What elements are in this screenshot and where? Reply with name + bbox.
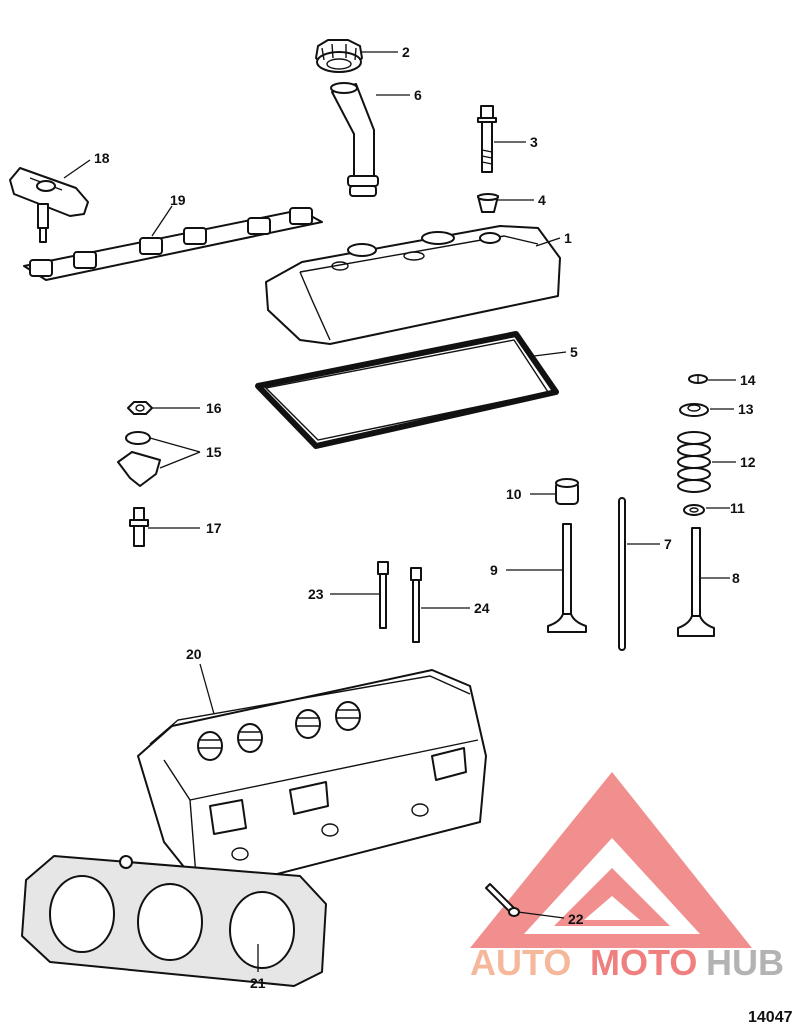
leader-lines [63,51,736,972]
callout-20: 20 [186,646,202,662]
part-head-bolt-long [377,561,389,629]
callout-8: 8 [732,570,740,586]
part-pushrod [618,497,626,651]
part-valve-spring [677,431,711,493]
callout-24: 24 [474,600,490,616]
brand-prefix: AUTO [470,942,571,983]
part-spring-retainer [679,403,709,417]
part-oil-fill-cap [315,39,363,73]
part-grommet [477,193,499,213]
part-head-bolt-short [410,567,422,643]
part-head-dowel-bolt [485,883,520,917]
callout-15: 15 [206,444,222,460]
part-spring-shim [683,504,705,516]
watermark-logo-icon [470,772,752,948]
part-valve-keepers [688,374,708,384]
callout-21: 21 [250,975,266,991]
callout-9: 9 [490,562,498,578]
brand-suffix: HUB [706,942,784,983]
callout-5: 5 [570,344,578,360]
callout-13: 13 [738,401,754,417]
part-rocker-stud [129,507,149,547]
part-rocker-guide-plate [23,207,323,281]
part-rocker-nut [127,401,153,415]
part-exhaust-valve [677,527,715,637]
callout-2: 2 [402,44,410,60]
part-oil-fill-tube [330,82,379,197]
callout-4: 4 [538,192,546,208]
part-rocker-arm-small [117,451,161,487]
callout-labels: 2 6 3 4 1 5 7 8 9 10 11 12 13 14 15 16 1… [94,44,756,991]
callout-11: 11 [730,500,745,516]
part-rocker-arm [9,167,89,243]
watermark-brand: AUTO MOTO HUB [470,942,784,983]
callout-16: 16 [206,400,222,416]
brand-middle: MOTO [590,942,697,983]
callout-14: 14 [740,372,756,388]
callout-19: 19 [170,192,186,208]
part-cylinder-head [137,669,487,885]
callout-17: 17 [206,520,222,536]
callout-7: 7 [664,536,672,552]
callout-10: 10 [506,486,522,502]
callout-1: 1 [564,230,572,246]
part-pivot-ball [125,431,151,445]
figure-number: 14047 [748,1009,793,1026]
callout-6: 6 [414,87,422,103]
callout-22: 22 [568,911,584,927]
callout-23: 23 [308,586,324,602]
callout-3: 3 [530,134,538,150]
part-cover-gasket [255,331,559,449]
callout-18: 18 [94,150,110,166]
part-intake-valve [547,523,587,633]
part-valve-lifter [555,478,579,505]
part-valve-cover [265,225,561,345]
callout-12: 12 [740,454,756,470]
part-cover-bolt [477,105,497,173]
part-head-gasket [21,855,327,987]
